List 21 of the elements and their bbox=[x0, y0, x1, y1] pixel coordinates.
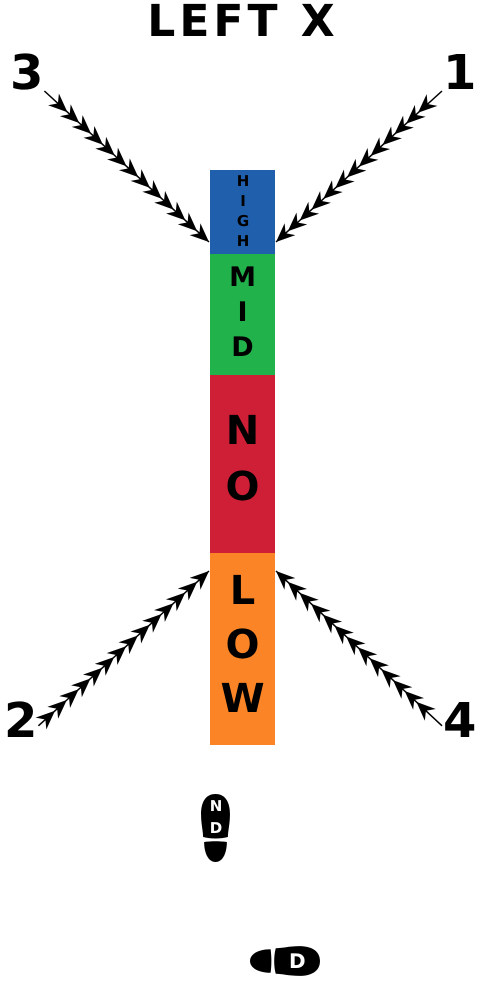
step-number: 3 bbox=[10, 49, 44, 97]
zone-band bbox=[210, 553, 275, 745]
step-number: 4 bbox=[443, 697, 476, 745]
zone-label: NO bbox=[222, 408, 262, 520]
zone-label: LOW bbox=[222, 568, 262, 730]
zone-label: HIGH bbox=[235, 172, 250, 252]
step-number: 1 bbox=[443, 49, 476, 97]
arrow bbox=[276, 90, 442, 243]
arrow bbox=[44, 90, 210, 243]
footprint bbox=[249, 945, 321, 977]
footprint bbox=[200, 793, 231, 863]
arrow bbox=[275, 570, 443, 726]
step-number: 2 bbox=[4, 697, 38, 745]
foot-label: D bbox=[289, 951, 306, 971]
zone-band bbox=[210, 254, 275, 375]
title: LEFT X bbox=[147, 0, 339, 44]
zone-label: MID bbox=[229, 262, 256, 367]
foot-label: ND bbox=[208, 797, 223, 841]
zone-band bbox=[210, 170, 275, 254]
zone-band bbox=[210, 375, 275, 553]
arrow bbox=[36, 570, 210, 730]
